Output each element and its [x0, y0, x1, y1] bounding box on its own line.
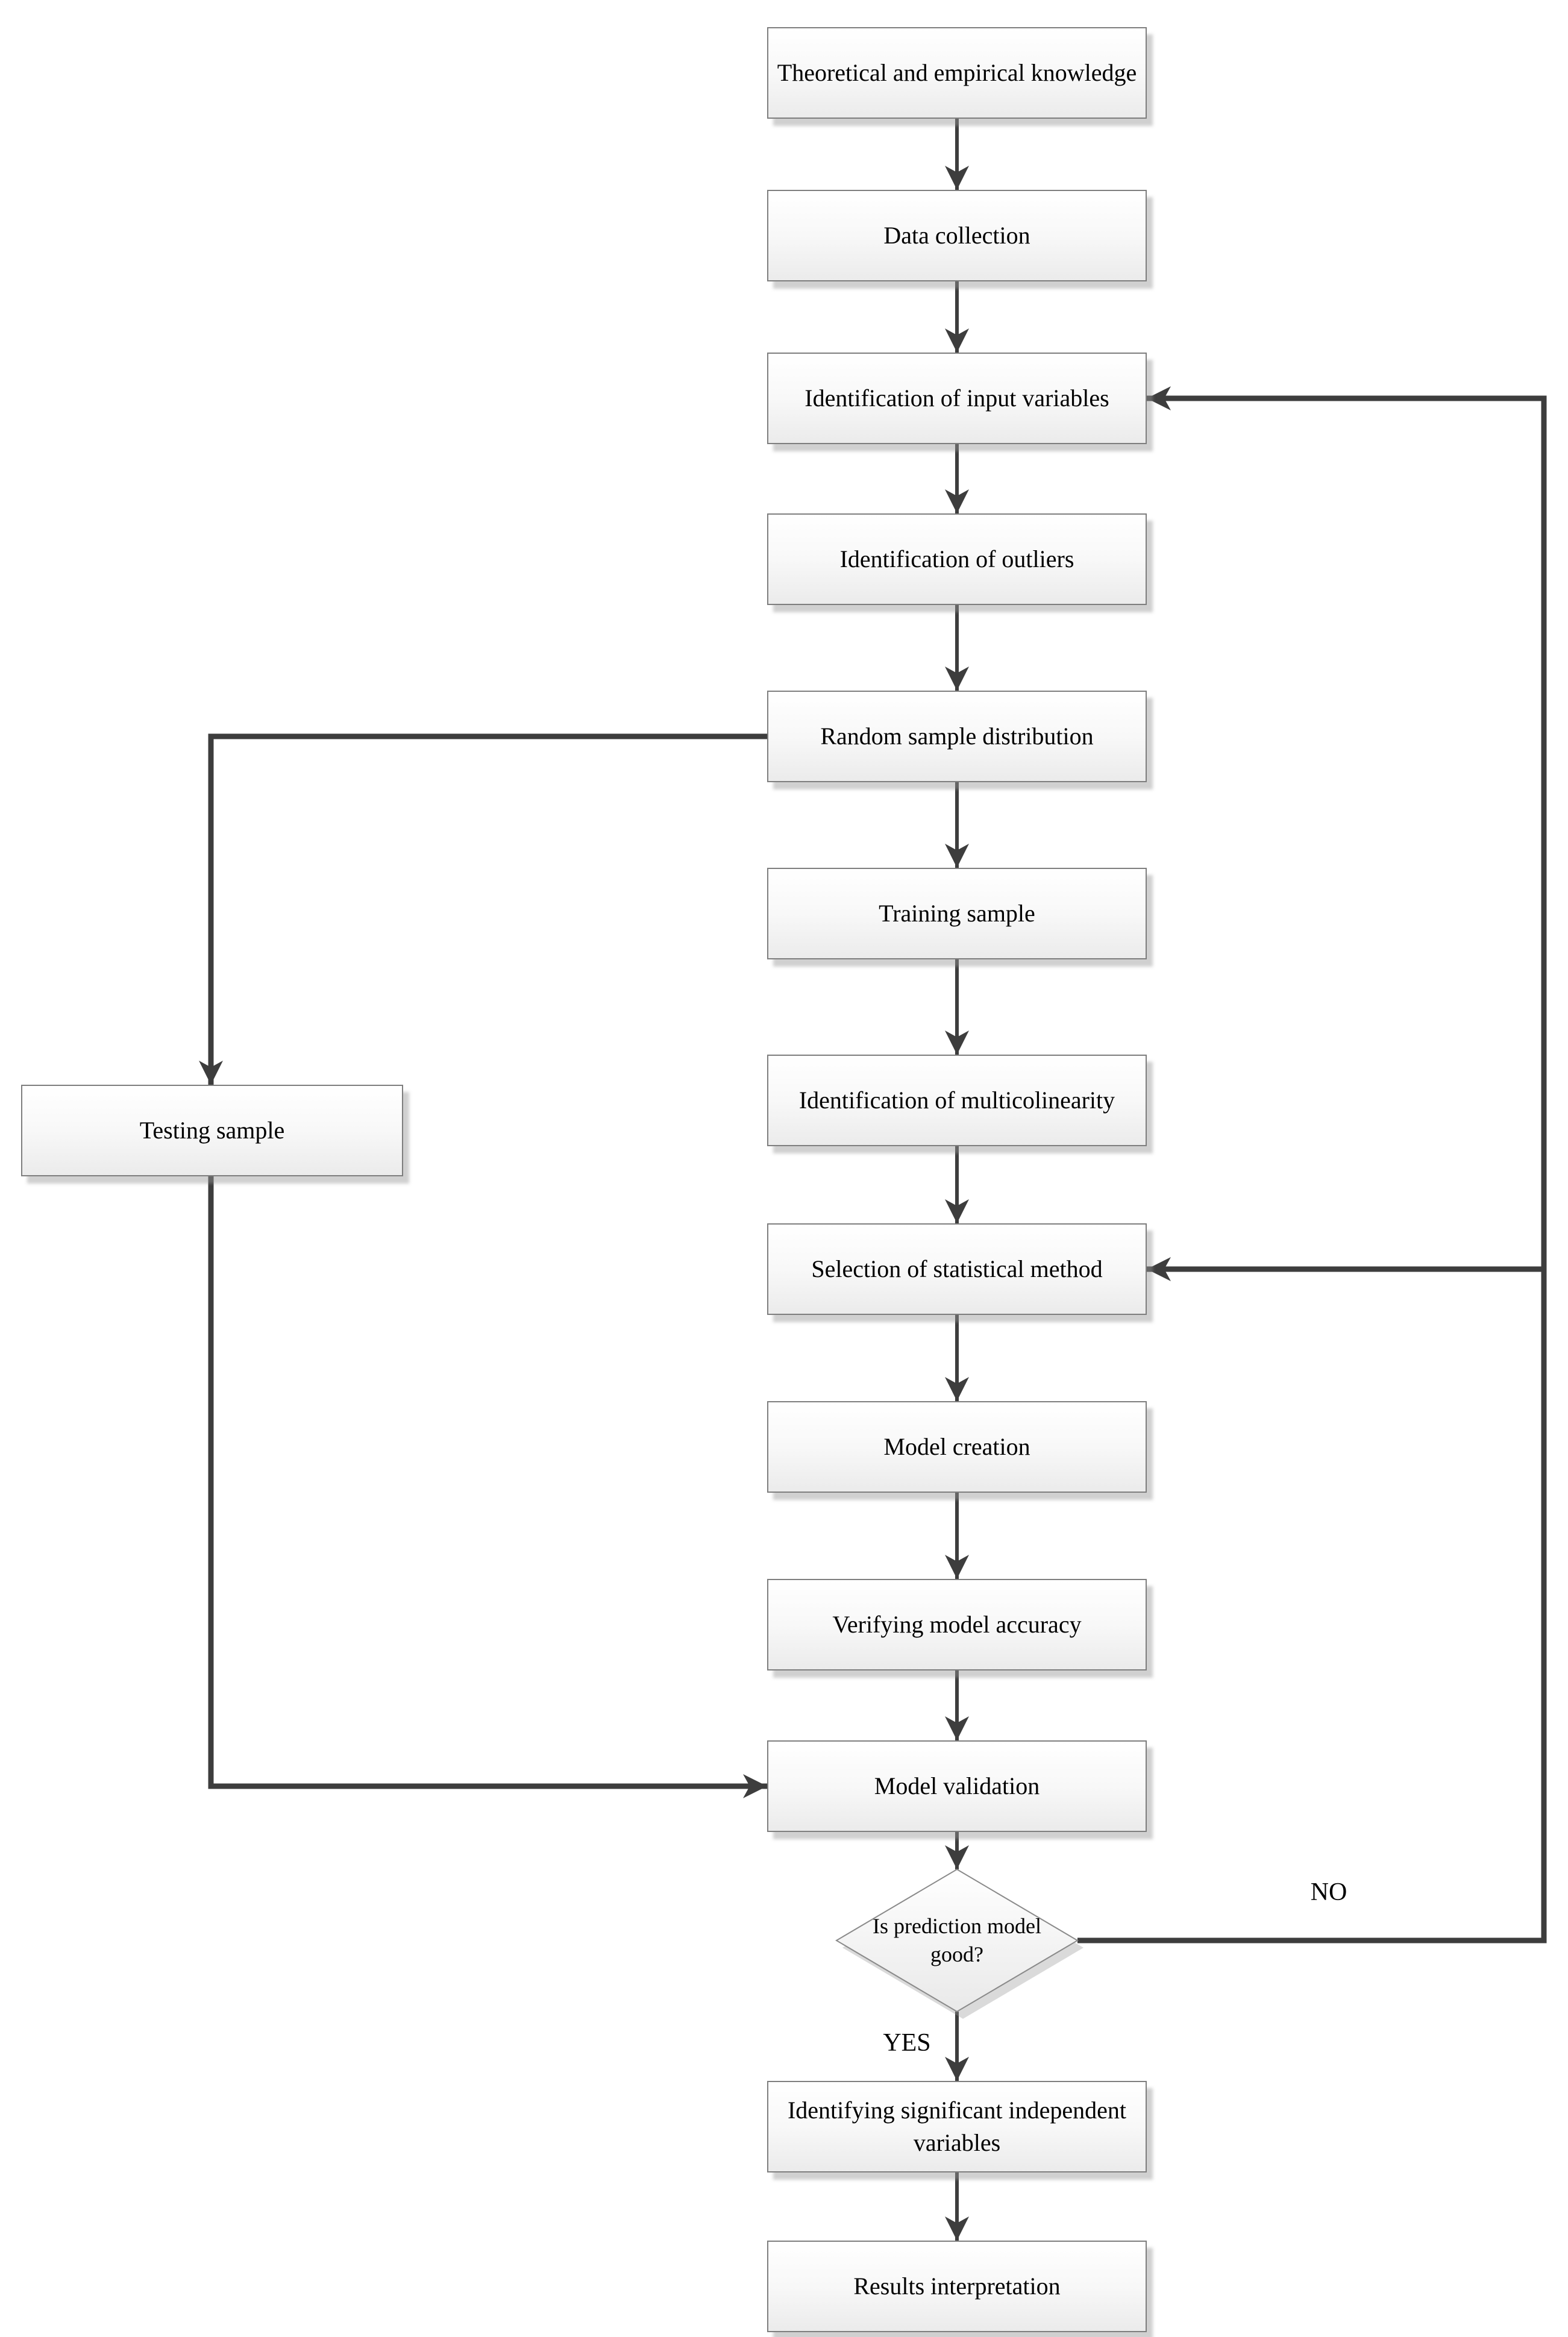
- node-label: Verifying model accuracy: [832, 1611, 1082, 1638]
- node-label: Theoretical and empirical knowledge: [777, 59, 1137, 86]
- node-label: Is prediction model good?: [873, 1914, 1041, 1966]
- node-data-collection: Data collection: [767, 190, 1147, 281]
- node-identifying-significant-variables: Identifying significant independent vari…: [767, 2081, 1147, 2172]
- node-label: Selection of statistical method: [811, 1255, 1103, 1282]
- node-testing-sample: Testing sample: [21, 1085, 403, 1176]
- edge-label-no: NO: [1269, 1871, 1389, 1913]
- node-theoretical-empirical-knowledge: Theoretical and empirical knowledge: [767, 27, 1147, 119]
- connector-testing-to-validation: [208, 1176, 767, 1798]
- decision-diamond: [835, 1868, 1079, 2013]
- node-label: Testing sample: [139, 1117, 285, 1144]
- node-training-sample: Training sample: [767, 868, 1147, 959]
- connector-randomsample-to-testing: [199, 733, 767, 1085]
- node-random-sample-distribution: Random sample distribution: [767, 691, 1147, 782]
- node-identification-outliers: Identification of outliers: [767, 513, 1147, 605]
- edge-label-text: NO: [1310, 1878, 1347, 1906]
- node-model-validation: Model validation: [767, 1740, 1147, 1832]
- edge-label-yes: YES: [847, 2022, 967, 2064]
- node-identification-input-variables: Identification of input variables: [767, 353, 1147, 444]
- node-model-creation: Model creation: [767, 1401, 1147, 1493]
- node-results-interpretation: Results interpretation: [767, 2241, 1147, 2332]
- node-label: Training sample: [879, 900, 1035, 927]
- node-decision-is-prediction-model-good: Is prediction model good?: [867, 1887, 1047, 1994]
- node-label: Identification of multicolinearity: [798, 1087, 1115, 1114]
- node-selection-statistical-method: Selection of statistical method: [767, 1223, 1147, 1315]
- node-label: Data collection: [883, 222, 1030, 249]
- node-verifying-model-accuracy: Verifying model accuracy: [767, 1579, 1147, 1670]
- node-label: Results interpretation: [853, 2273, 1061, 2300]
- node-label: Random sample distribution: [820, 723, 1094, 750]
- connector-decision-no-loop: [1077, 386, 1547, 1943]
- node-label: Identification of input variables: [804, 384, 1109, 412]
- node-label: Identifying significant independent vari…: [787, 2097, 1127, 2156]
- node-label: Identification of outliers: [839, 545, 1074, 572]
- node-identification-multicolinearity: Identification of multicolinearity: [767, 1055, 1147, 1146]
- node-label: Model creation: [883, 1433, 1030, 1460]
- node-label: Model validation: [874, 1772, 1040, 1799]
- edge-label-text: YES: [883, 2029, 931, 2057]
